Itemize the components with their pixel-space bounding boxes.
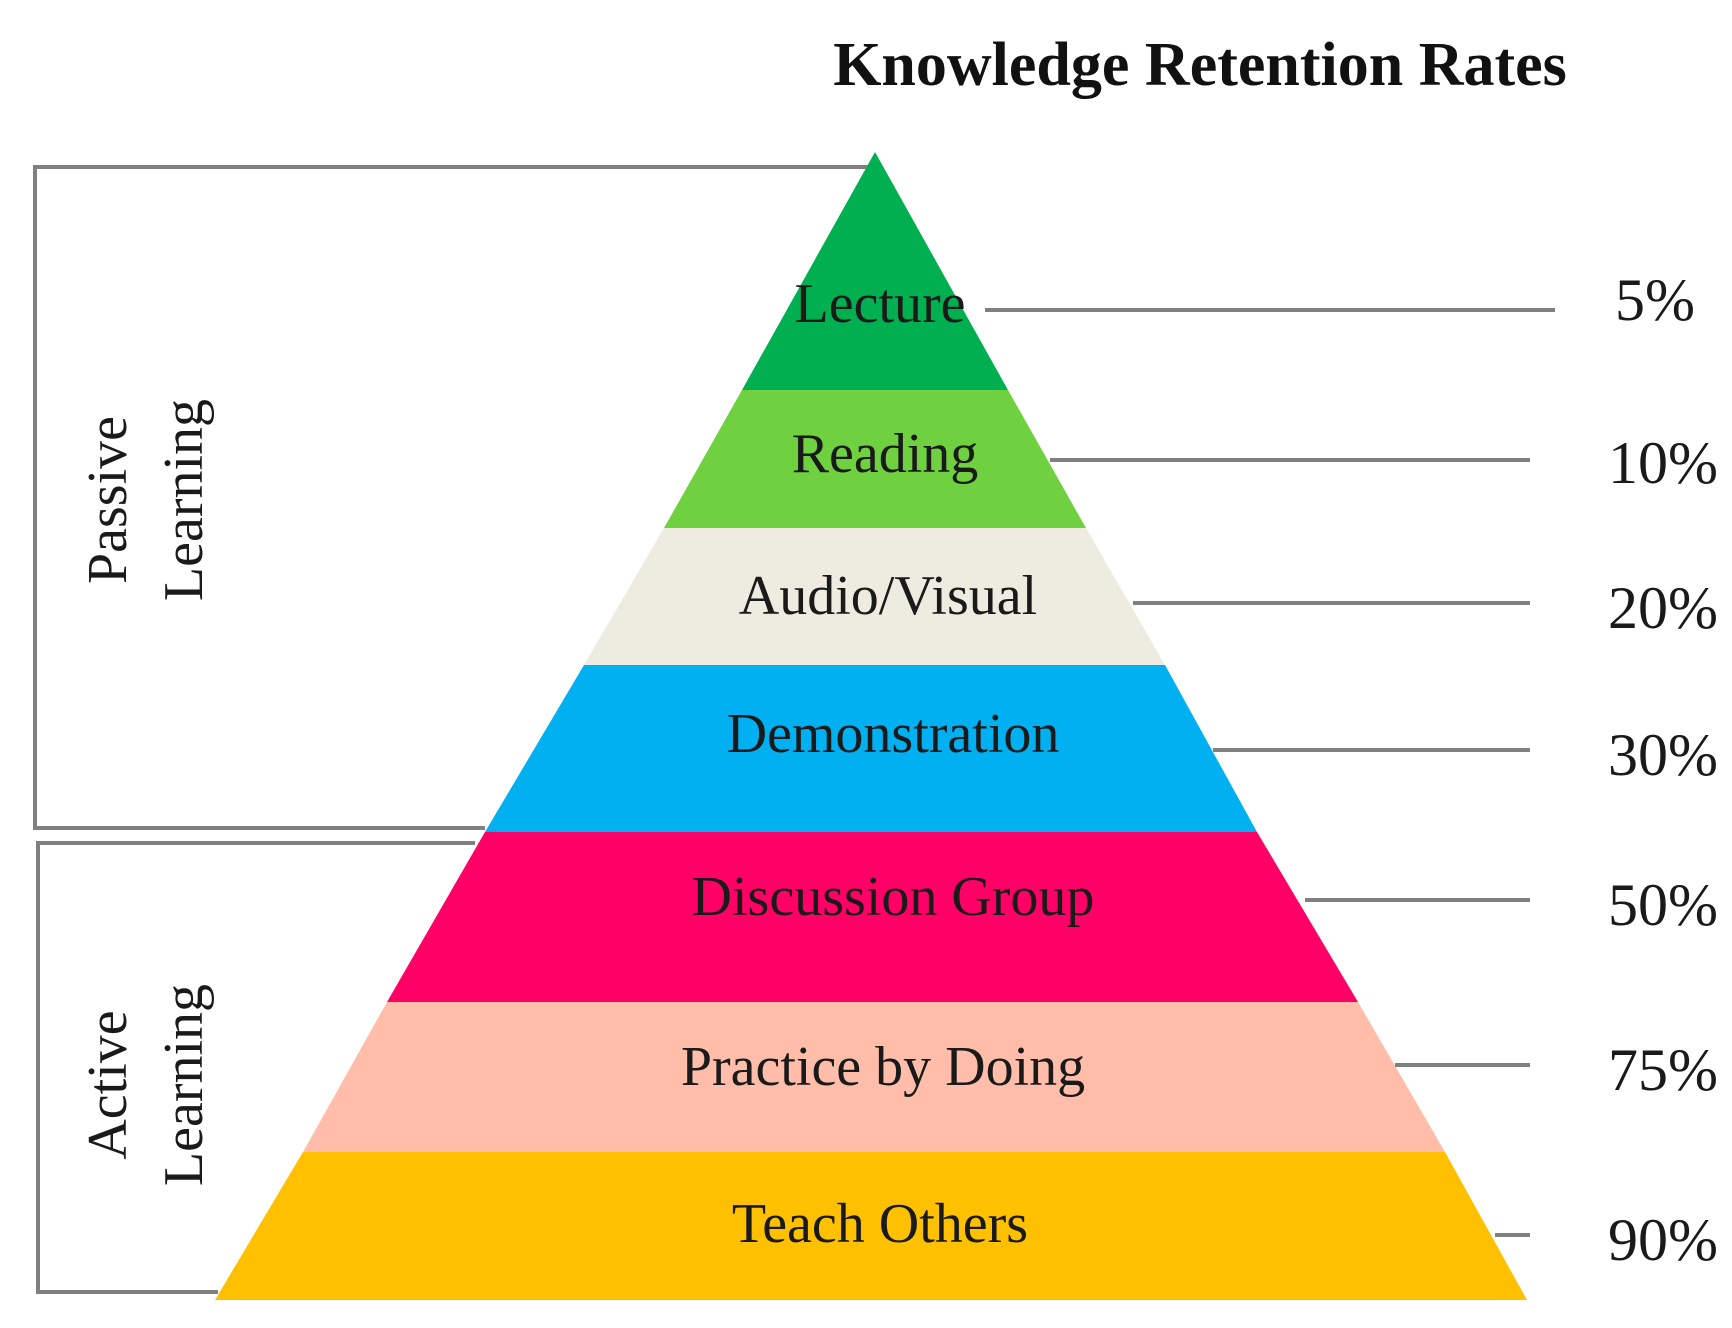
percent-practice-by-doing: 75% xyxy=(1608,1037,1718,1103)
passive-learning-bracket xyxy=(33,165,870,830)
label-audio-visual: Audio/Visual xyxy=(739,565,1037,627)
layer-reading xyxy=(664,390,1086,528)
layer-lecture xyxy=(742,152,1008,390)
active-learning-label: Active Learning xyxy=(77,984,215,1186)
layer-demonstration xyxy=(485,665,1257,832)
layer-discussion-group xyxy=(387,832,1358,1002)
label-reading: Reading xyxy=(792,423,979,485)
percent-demonstration: 30% xyxy=(1608,722,1718,788)
layer-practice-by-doing xyxy=(303,1002,1445,1152)
label-lecture: Lecture xyxy=(795,273,966,335)
passive-learning-label: Passive Learning xyxy=(77,399,215,601)
label-practice-by-doing: Practice by Doing xyxy=(681,1036,1085,1098)
diagram-title: Knowledge Retention Rates xyxy=(833,31,1567,99)
percent-teach-others: 90% xyxy=(1608,1207,1718,1273)
layer-audio-visual xyxy=(584,528,1165,665)
percent-reading: 10% xyxy=(1608,430,1718,496)
passive-label-line2: Learning xyxy=(153,399,215,601)
label-discussion-group: Discussion Group xyxy=(692,866,1095,928)
label-teach-others: Teach Others xyxy=(732,1193,1028,1255)
layer-teach-others xyxy=(215,1152,1527,1300)
passive-label-line1: Passive xyxy=(77,416,139,584)
percent-discussion-group: 50% xyxy=(1608,872,1718,938)
active-label-line2: Learning xyxy=(153,984,215,1186)
active-learning-bracket xyxy=(36,841,475,1294)
percent-lecture: 5% xyxy=(1615,267,1695,333)
label-demonstration: Demonstration xyxy=(727,703,1060,765)
percent-audio-visual: 20% xyxy=(1608,575,1718,641)
active-label-line1: Active xyxy=(77,1010,139,1159)
